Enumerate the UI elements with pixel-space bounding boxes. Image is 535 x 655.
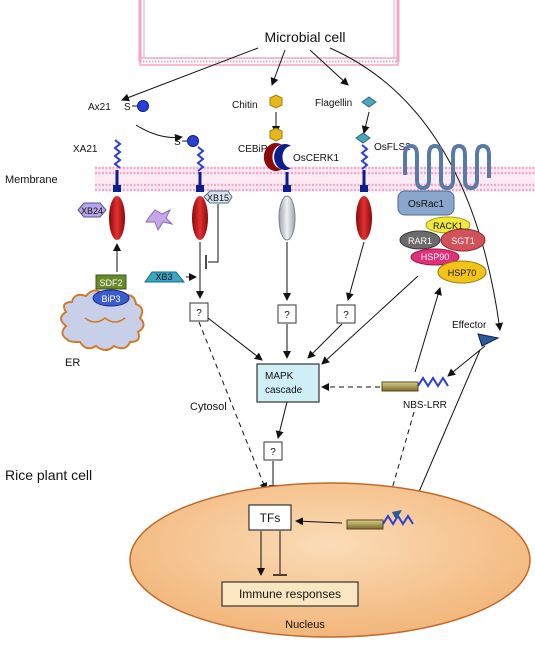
unknown-label-1: ? — [196, 308, 202, 319]
unknown-box-2 — [277, 304, 297, 324]
tfs-label: TFs — [260, 511, 281, 525]
effector-label: Effector — [452, 320, 487, 331]
rar1-protein — [399, 230, 441, 250]
bip3-protein — [92, 289, 130, 307]
mapk-label-line1: MAPK — [265, 371, 294, 382]
xa21-active-kinase — [192, 196, 208, 240]
tfs-box — [248, 504, 292, 531]
ax21-bound-ligand-icon — [187, 135, 199, 147]
chitin-icon — [269, 94, 283, 109]
immune-responses-label: Immune responses — [239, 587, 341, 601]
zigzag-domain-icon — [196, 146, 205, 172]
zigzag-domain-icon — [360, 144, 369, 170]
ax21-label: Ax21 — [88, 102, 111, 113]
xb24-protein — [77, 202, 107, 218]
xb15-protein — [203, 190, 233, 204]
hsp90-protein — [410, 248, 460, 266]
hsp70-label: HSP70 — [448, 268, 477, 278]
immune-responses-box — [221, 581, 359, 607]
unknown-label-3: ? — [343, 310, 349, 321]
unknown-box-3 — [336, 304, 356, 324]
mapk-label-line2: cascade — [265, 385, 303, 396]
nucleus-label: Nucleus — [285, 619, 325, 631]
chitin-label: Chitin — [232, 100, 258, 111]
hsp90-label: HSP90 — [421, 252, 450, 262]
sgt1-label: SGT1 — [451, 236, 475, 246]
sdf2-protein — [95, 274, 127, 290]
er-label: ER — [65, 357, 80, 369]
unknown-box-4 — [263, 441, 283, 461]
rice-plant-cell-label: Rice plant cell — [5, 467, 92, 483]
sgt1-protein — [440, 228, 486, 252]
sdf2-label: SDF2 — [99, 278, 122, 288]
microbial-cell-label: Microbial cell — [265, 29, 346, 45]
hsp70-protein — [437, 260, 487, 284]
bip3-label: BiP3 — [101, 294, 120, 304]
membrane-label: Membrane — [5, 174, 58, 186]
bound-s-label: S — [174, 137, 181, 148]
nbs-domain-nuclear — [346, 519, 384, 530]
osfls2-kinase — [356, 196, 372, 240]
flagellin-label: Flagellin — [315, 98, 352, 109]
osfls2-label: OsFLS2 — [374, 142, 411, 153]
rar1-label: RAR1 — [408, 236, 432, 246]
unknown-label-2: ? — [284, 310, 290, 321]
zigzag-domain-icon — [113, 139, 122, 169]
oscerk1-receptor — [274, 144, 291, 170]
mapk-cascade-box — [256, 363, 320, 403]
osrac1-label: OsRac1 — [408, 199, 445, 210]
xa21-label: XA21 — [73, 144, 98, 155]
oscerk1-kinase — [278, 195, 296, 241]
unknown-box-1 — [189, 302, 209, 322]
ax21-s-label: S — [124, 102, 131, 113]
cebip-label: CEBiP — [238, 144, 268, 155]
star-protein-icon — [145, 208, 174, 232]
xb15-label: XB15 — [207, 193, 229, 203]
effector-icon — [477, 333, 500, 347]
lrr-domain-icon — [417, 376, 449, 388]
rack1-label: RACK1 — [433, 221, 463, 231]
nbs-lrr-label: NBS-LRR — [403, 400, 447, 411]
xa21-kinase — [109, 196, 125, 240]
oscerk1-label: OsCERK1 — [293, 153, 340, 164]
microbial-cell-wall — [138, 0, 400, 66]
chitin-bound-icon — [269, 127, 283, 142]
gpcr-like-protein — [403, 143, 491, 191]
nucleus — [129, 482, 531, 638]
xb3-protein — [144, 271, 186, 283]
osrac1-protein — [397, 190, 455, 216]
flagellin-bound-icon — [355, 132, 371, 144]
xb24-label: XB24 — [81, 206, 103, 216]
unknown-label-4: ? — [270, 447, 276, 458]
cebip-receptor — [263, 143, 282, 172]
nbs-domain — [381, 381, 419, 392]
flagellin-icon — [361, 96, 377, 108]
ax21-ligand-icon — [137, 100, 149, 112]
cytosol-label: Cytosol — [190, 401, 227, 413]
xb3-label: XB3 — [155, 272, 172, 282]
